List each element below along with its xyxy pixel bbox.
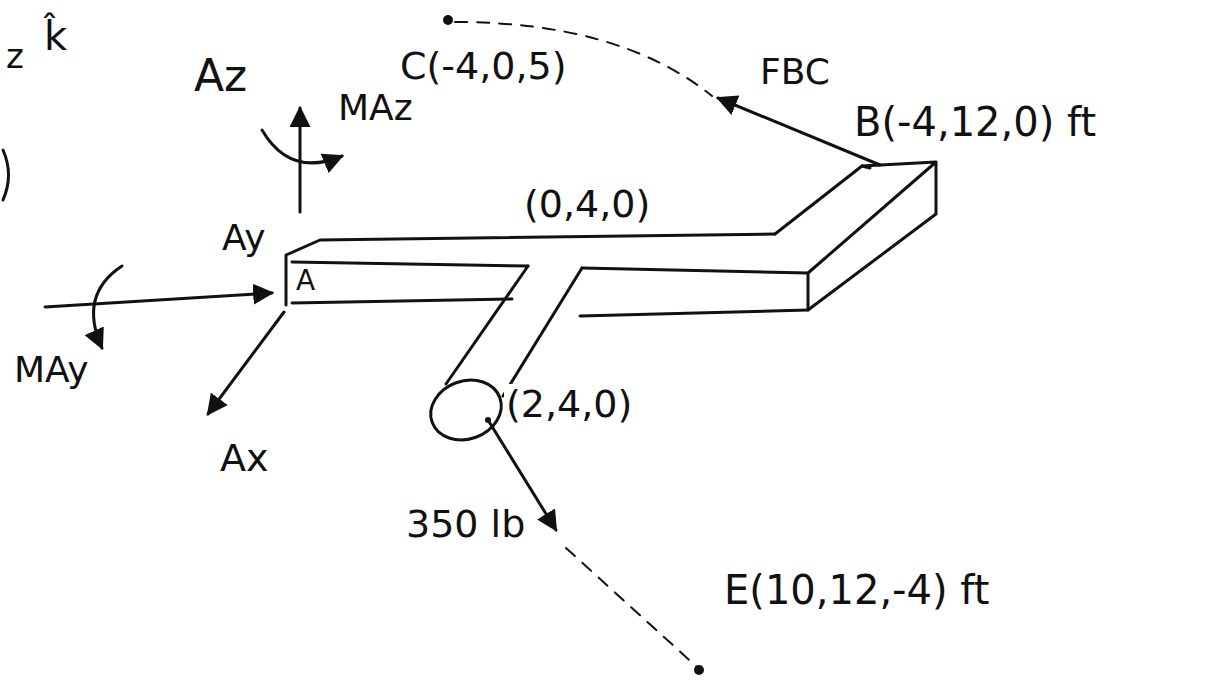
diagram-label: A: [294, 266, 317, 297]
moment-maz: [262, 130, 342, 163]
diagram-label: 350 lb: [404, 504, 527, 546]
bar-edge: [292, 262, 528, 266]
point-dot: [485, 417, 491, 423]
arm-edge: [775, 162, 936, 310]
diagram-label: Ax: [218, 438, 270, 480]
diagram-label: MAy: [12, 350, 91, 390]
bar-edge: [580, 310, 808, 316]
force-ay: [45, 293, 272, 307]
bar-edge: [292, 299, 512, 303]
partial-bracket: [3, 150, 9, 200]
cylinder-end: [422, 370, 509, 449]
force-ax: [208, 312, 284, 414]
diagram-label: (2,4,0): [504, 384, 634, 426]
point-dot: [694, 665, 704, 675]
diagram-label: MAz: [336, 88, 415, 128]
diagram-label: (0,4,0): [522, 184, 652, 226]
bar-edge: [582, 268, 808, 273]
dashed-line: [566, 548, 698, 668]
cylinder-edge: [446, 266, 528, 384]
point-dot: [443, 15, 453, 25]
cylinder-edge: [503, 268, 582, 396]
diagram-label: k̂: [42, 14, 69, 58]
diagram-label: z: [4, 38, 26, 75]
arm-edge: [862, 166, 870, 168]
diagram-label: B(-4,12,0) ft: [852, 100, 1098, 144]
diagram-label: E(10,12,-4) ft: [722, 568, 991, 612]
diagram-label: C(-4,0,5): [398, 46, 569, 88]
diagram-label: Ay: [220, 218, 268, 258]
diagram-label: FBC: [758, 52, 832, 92]
diagram-label: Az: [192, 52, 249, 100]
moment-may: [94, 266, 122, 348]
